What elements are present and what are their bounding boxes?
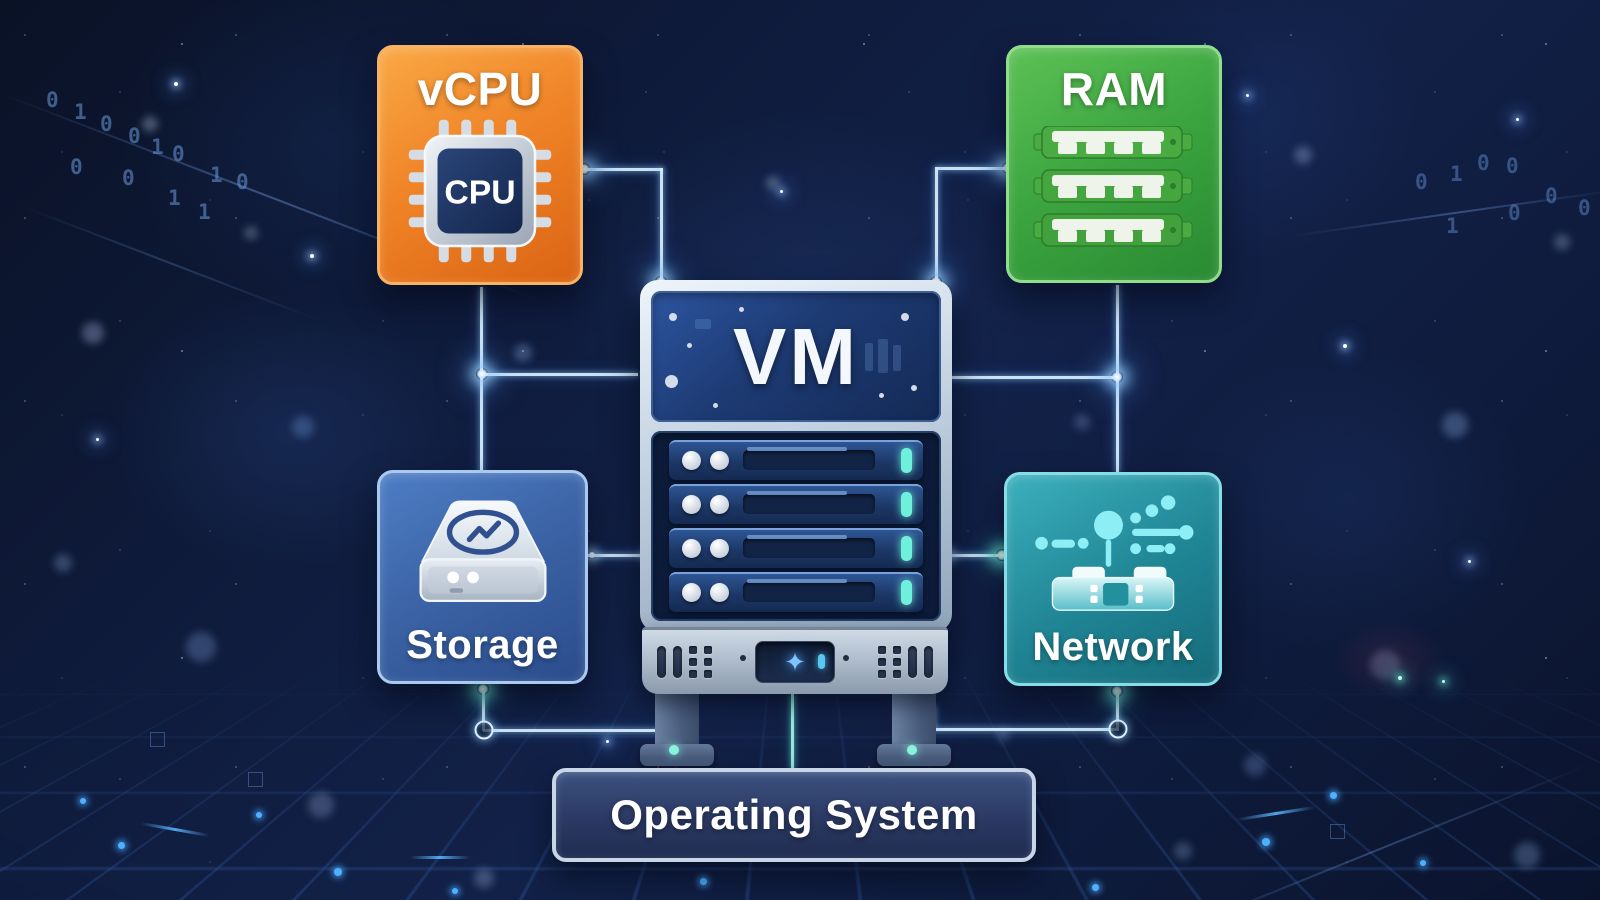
- status-led: [901, 580, 912, 605]
- power-indicator-panel: ✦: [755, 641, 835, 683]
- network-card: Network: [1004, 472, 1222, 686]
- status-led: [901, 492, 912, 517]
- connector-network-vmleg: [933, 728, 1119, 731]
- vm-leg-left: [655, 692, 699, 750]
- operating-system-label: Operating System: [610, 791, 978, 838]
- vcpu-label: vCPU: [417, 63, 543, 115]
- vm-base-chassis: ✦: [642, 627, 948, 694]
- base-screw-left: [740, 655, 746, 661]
- vm-foot-glow-right: [907, 745, 917, 755]
- power-glow-icon: ✦: [784, 647, 806, 677]
- connector-vcpu-vm: [660, 168, 663, 282]
- vm-rack-rows: [651, 431, 941, 621]
- storage-card: Storage: [377, 470, 588, 684]
- operating-system-bar: Operating System: [552, 768, 1036, 862]
- status-led: [901, 536, 912, 561]
- connector-vm-os: [791, 694, 794, 770]
- server-row: [669, 484, 923, 524]
- storage-label: Storage: [406, 623, 559, 667]
- vcpu-card: vCPU CPU: [377, 45, 583, 285]
- connector-vcpu-storage: [480, 287, 483, 478]
- vent-grille-right: [878, 646, 933, 678]
- connector-ram-vm: [935, 167, 938, 282]
- cpu-chip-label: CPU: [444, 174, 515, 212]
- connector-storage-vmleg: [483, 729, 663, 732]
- ram-modules-icon: [1033, 126, 1193, 247]
- connector-ram-vm: [937, 167, 1009, 170]
- vm-server: VM: [640, 280, 952, 632]
- connector-node-vm-left: [481, 373, 638, 376]
- server-row: [669, 528, 923, 568]
- cpu-chip-icon: CPU: [408, 119, 552, 263]
- vm-foot-glow-left: [669, 745, 679, 755]
- ram-card: RAM: [1006, 45, 1222, 283]
- base-screw-right: [843, 655, 849, 661]
- server-row: [669, 572, 923, 612]
- vm-title: VM: [733, 311, 859, 401]
- vm-screen: VM: [651, 291, 941, 422]
- vm-leg-right: [892, 692, 936, 750]
- connector-node-vm-right: [950, 376, 1118, 379]
- network-label: Network: [1032, 625, 1194, 669]
- server-row: [669, 440, 923, 480]
- ram-label: RAM: [1060, 63, 1168, 115]
- connector-vcpu-vm: [583, 168, 663, 171]
- hard-drive-icon: [418, 500, 547, 603]
- vent-grille-left: [657, 646, 712, 678]
- network-switch-icon: [1035, 495, 1194, 611]
- status-led: [901, 448, 912, 473]
